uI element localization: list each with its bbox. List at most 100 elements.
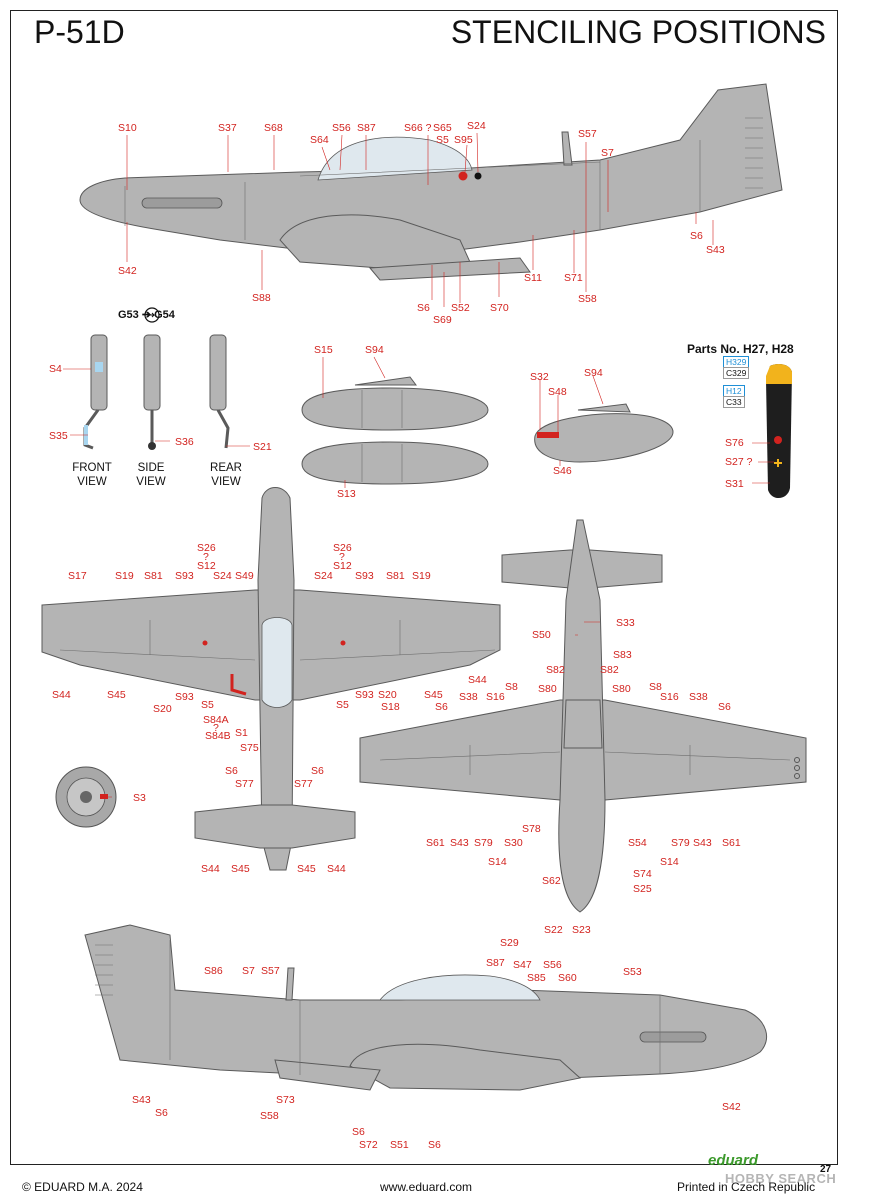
callout-label: S35	[49, 430, 68, 442]
callout-label: S42	[118, 265, 137, 277]
callout-label: S43	[450, 837, 469, 849]
callout-label: S93	[355, 570, 374, 582]
callout-label: S64	[310, 134, 329, 146]
callout-label: S6	[311, 765, 324, 777]
plan-view-lower	[359, 519, 807, 913]
callout-label: S44	[468, 674, 487, 686]
callout-label: ?	[213, 722, 219, 734]
callout-label: S23	[572, 924, 591, 936]
callout-label: S24	[314, 570, 333, 582]
callout-label: S82	[546, 664, 565, 676]
callout-label: S36	[175, 436, 194, 448]
front-view-label: FRONT VIEW	[72, 462, 112, 488]
callout-label: S8	[649, 681, 662, 693]
callout-label: S43	[706, 244, 725, 256]
callout-label: S16	[486, 691, 505, 703]
callout-label: S5	[336, 699, 349, 711]
callout-label: S54	[628, 837, 647, 849]
callout-label: S79	[474, 837, 493, 849]
callout-label: S20	[153, 703, 172, 715]
callout-label: S52	[451, 302, 470, 314]
callout-label: S48	[548, 386, 567, 398]
callout-label: S14	[660, 856, 679, 868]
callout-label: S44	[201, 863, 220, 875]
website: www.eduard.com	[380, 1180, 473, 1194]
callout-label: S45	[107, 689, 126, 701]
landing-gear-drawings	[83, 307, 230, 450]
callout-label: S77	[294, 778, 313, 790]
profile-left-view	[79, 83, 783, 281]
callout-label: S30	[504, 837, 523, 849]
callout-label: S76	[725, 437, 744, 449]
callout-label: S6	[435, 701, 448, 713]
callout-label: S56	[332, 122, 351, 134]
canopy-upper	[261, 617, 293, 708]
drop-tanks	[301, 376, 674, 485]
callout-label: S61	[426, 837, 445, 849]
callout-label: S8	[505, 681, 518, 693]
main-wheel	[55, 766, 117, 828]
callout-label: ?	[203, 551, 209, 563]
radiator-lower	[563, 699, 603, 749]
callout-label: S22	[544, 924, 563, 936]
callout-label: S4	[49, 363, 62, 375]
callout-label: S10	[118, 122, 137, 134]
callout-label: S45	[297, 863, 316, 875]
callout-label: S14	[488, 856, 507, 868]
plan-view-upper	[41, 487, 501, 871]
callout-label: S6	[428, 1139, 441, 1151]
callout-label: S95	[454, 134, 473, 146]
callout-label: S84B	[205, 730, 231, 742]
callout-label: S65	[433, 122, 452, 134]
callout-label: S47	[513, 959, 532, 971]
callout-label: S51	[390, 1139, 409, 1151]
callout-label: S19	[115, 570, 134, 582]
callout-label: S6	[690, 230, 703, 242]
tailplane-upper	[194, 804, 356, 849]
callout-label: S57	[578, 128, 597, 140]
callout-label: S3	[133, 792, 146, 804]
callout-label: S66 ?	[404, 122, 432, 134]
callout-label: S6	[718, 701, 731, 713]
callout-label: S44	[327, 863, 346, 875]
callout-label: S94	[584, 367, 603, 379]
printed-in: Printed in Czech Republic	[677, 1180, 816, 1194]
callout-label: S78	[522, 823, 541, 835]
callout-label: S38	[689, 691, 708, 703]
page-number: 27	[820, 1164, 832, 1175]
callout-label: S80	[612, 683, 631, 695]
callout-label: S93	[175, 691, 194, 703]
callout-label: S82	[600, 664, 619, 676]
side-view-label: SIDE VIEW	[136, 462, 166, 488]
watermark: HOBBY SEARCH	[725, 1171, 837, 1186]
wing-root-bottom-profile	[349, 1043, 582, 1091]
radiator-scoop-bottom	[274, 1059, 381, 1091]
model-title: P-51D	[34, 14, 125, 50]
callout-label: S6	[352, 1126, 365, 1138]
exhaust-stacks-top	[141, 197, 223, 209]
callout-label: S20	[378, 689, 397, 701]
callout-label: S46	[553, 465, 572, 477]
rear-view-label: REAR VIEW	[210, 462, 242, 488]
callout-label: S85	[527, 972, 546, 984]
callout-label: S61	[722, 837, 741, 849]
callout-label: S69	[433, 314, 452, 326]
callout-label: S12	[333, 560, 352, 572]
callout-label: S13	[337, 488, 356, 500]
callout-label: S21	[253, 441, 272, 453]
callout-leader-lines	[63, 132, 774, 798]
callout-label: S62	[542, 875, 561, 887]
callout-label: S56	[543, 959, 562, 971]
callout-label: S53	[623, 966, 642, 978]
callout-label: S37	[218, 122, 237, 134]
eduard-logo: eduard	[708, 1152, 759, 1169]
profile-right-view	[84, 924, 768, 1091]
callout-label: S58	[260, 1110, 279, 1122]
radiator-scoop-top-profile	[368, 257, 531, 281]
paint-code: C329	[723, 367, 750, 379]
callout-label: S79	[671, 837, 690, 849]
canopy-bottom-profile	[379, 974, 541, 1001]
gear-leg-rear	[209, 334, 230, 449]
callout-label: S88	[252, 292, 271, 304]
